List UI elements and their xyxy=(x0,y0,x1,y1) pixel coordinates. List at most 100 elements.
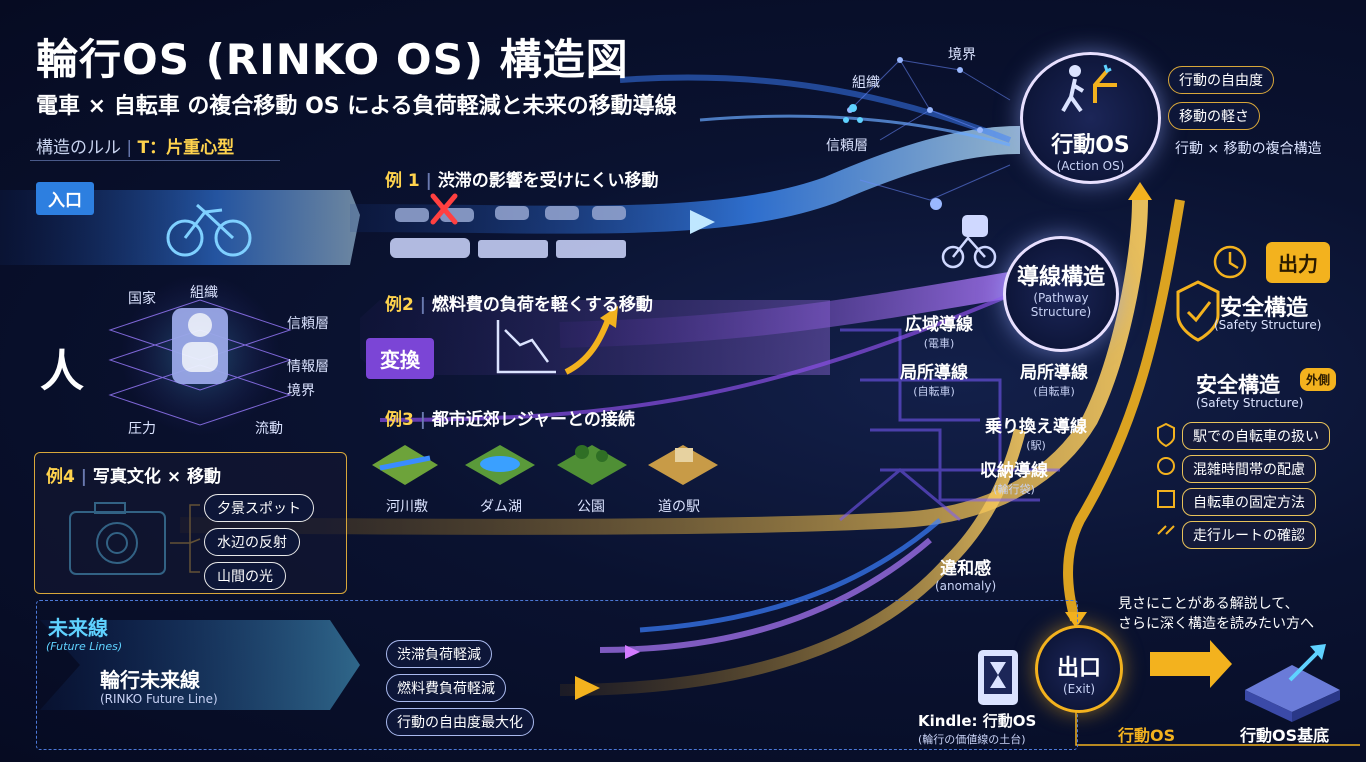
future-item-fuel: 燃料費負荷軽減 xyxy=(386,674,506,702)
anomaly-title: 違和感 xyxy=(940,559,992,579)
layer-trust: 信頼層 xyxy=(287,316,329,332)
riverbank-icon xyxy=(372,445,438,485)
declining-chart-icon xyxy=(496,320,556,374)
page-title: 輪行OS (RINKO OS) 構造図 xyxy=(36,35,629,84)
safety-list-icons xyxy=(1157,422,1175,535)
layer-org: 組織 xyxy=(190,285,218,301)
future-item-congestion: 渋滞負荷軽減 xyxy=(386,640,492,668)
wide-pathway: 広域導線 (電車) xyxy=(905,310,973,351)
bicycle-icon xyxy=(166,203,252,257)
photo-item-mountain-light: 山間の光 xyxy=(204,562,286,590)
example-3: 例3 | 都市近郊レジャーとの接続 xyxy=(385,410,635,430)
people-network-icon xyxy=(843,104,863,123)
kindle-icon xyxy=(978,650,1018,705)
place-dam-lake: ダム湖 xyxy=(480,499,522,515)
future-title-en: (Future Lines) xyxy=(46,640,123,653)
safety-title-2: 安全構造 xyxy=(1196,373,1280,397)
clock-icon xyxy=(1213,245,1247,279)
exit-base: 行動OS基底 xyxy=(1240,726,1330,745)
place-roadside-station: 道の駅 xyxy=(658,499,700,515)
safety-item-fixing: 自転車の固定方法 xyxy=(1182,488,1316,516)
place-park: 公園 xyxy=(577,499,605,515)
safety-item-station: 駅での自転車の扱い xyxy=(1182,422,1330,450)
net-org: 組織 xyxy=(852,75,880,91)
local-pathway-1-sub: (自転車) xyxy=(913,385,955,398)
kindle-sub: (輪行の価値線の土台) xyxy=(918,733,1026,746)
storage-pathway: 収納導線 (輪行袋) xyxy=(980,456,1048,497)
net-trust: 信頼層 xyxy=(826,138,868,154)
output-badge: 出力 xyxy=(1266,242,1330,283)
safety-title-1-en: (Safety Structure) xyxy=(1214,318,1322,332)
action-os-title-en: (Action OS) xyxy=(1056,159,1125,173)
future-item-freedom: 行動の自由度最大化 xyxy=(386,708,534,736)
flow-future-band xyxy=(40,620,360,710)
exit-label-en: (Exit) xyxy=(1062,682,1096,696)
base-platform-icon xyxy=(1245,644,1340,722)
person-hologram-icon xyxy=(172,308,228,384)
flow-purple-main xyxy=(559,272,1013,348)
roadside-station-icon xyxy=(648,445,718,485)
pathway-title-en: (Pathway Structure) xyxy=(1030,291,1092,319)
exit-note-2: さらに深く構造を読みたい方へ xyxy=(1118,616,1314,632)
transfer-pathway: 乗り換え導線 (駅) xyxy=(985,412,1087,453)
example-2-text: 燃料費の負荷を軽くする移動 xyxy=(431,295,653,315)
local-pathway-1-title: 局所導線 xyxy=(900,363,968,383)
divider xyxy=(30,160,280,161)
park-icon xyxy=(557,445,627,485)
example-4: 例4 | 写真文化 × 移動 xyxy=(46,467,221,487)
action-tag-freedom: 行動の自由度 xyxy=(1168,66,1274,94)
shield-icon xyxy=(1176,280,1220,342)
entry-badge: 入口 xyxy=(36,182,94,215)
future-line-title: 輪行未来線 xyxy=(100,668,200,692)
action-tag-lightness: 移動の軽さ xyxy=(1168,102,1260,130)
person-label: 人 xyxy=(40,346,84,397)
safety-item-crowd: 混雑時間帯の配慮 xyxy=(1182,455,1316,483)
bag-icon xyxy=(962,215,988,237)
dam-lake-icon xyxy=(465,445,535,485)
photo-item-sunset: 夕景スポット xyxy=(204,494,314,522)
page-subtitle: 電車 × 自転車 の複合移動 OS による負荷軽減と未来の移動導線 xyxy=(36,94,677,119)
local-pathway-2: 局所導線 (自転車) xyxy=(1020,358,1088,399)
transfer-pathway-title: 乗り換え導線 xyxy=(985,417,1087,437)
net-boundary: 境界 xyxy=(948,47,976,63)
train-icon xyxy=(390,238,626,258)
example-2-num: 例2 xyxy=(385,295,414,315)
example-3-text: 都市近郊レジャーとの接続 xyxy=(431,410,635,430)
outer-badge: 外側 xyxy=(1300,368,1337,391)
anomaly-en: (anomaly) xyxy=(935,579,997,593)
walking-person-icon xyxy=(1023,55,1158,113)
storage-pathway-title: 収納導線 xyxy=(980,461,1048,481)
layer-boundary: 境界 xyxy=(287,383,315,399)
kindle-title: Kindle: 行動OS xyxy=(918,712,1037,730)
exit-circle: 出口 (Exit) xyxy=(1035,625,1123,713)
place-riverbank: 河川敷 xyxy=(386,499,428,515)
example-1-num: 例 1 xyxy=(385,171,420,191)
future-title: 未来線 xyxy=(48,616,108,640)
flow-gold-main xyxy=(179,199,1148,535)
structure-rule: 構造のルル | T：片重心型 xyxy=(36,138,235,158)
action-os-caption: 行動 × 移動の複合構造 xyxy=(1175,141,1322,157)
example-4-num: 例4 xyxy=(46,467,75,487)
example-3-num: 例3 xyxy=(385,410,414,430)
pathway-circle: 導線構造 (Pathway Structure) xyxy=(1003,236,1119,352)
rule-type: T：片重心型 xyxy=(137,138,235,158)
safety-title-1: 安全構造 xyxy=(1220,296,1309,321)
wide-pathway-title: 広域導線 xyxy=(905,315,973,335)
exit-action-os: 行動OS xyxy=(1118,726,1176,745)
action-os-circle: 行動OS (Action OS) xyxy=(1020,52,1161,184)
example-1-text: 渋滞の影響を受けにくい移動 xyxy=(437,171,659,191)
local-pathway-1: 局所導線 (自転車) xyxy=(900,358,968,399)
layer-pressure: 圧力 xyxy=(128,421,156,437)
example-4-box xyxy=(34,452,347,594)
layer-country: 国家 xyxy=(128,291,156,307)
future-line-en: (RINKO Future Line) xyxy=(100,692,218,706)
pathway-title: 導線構造 xyxy=(1016,265,1105,290)
exit-note-1: 見さにことがある解説して、 xyxy=(1118,596,1299,612)
cyclist-icon xyxy=(941,236,997,269)
safety-title-2-en: (Safety Structure) xyxy=(1196,396,1304,410)
convert-badge: 変換 xyxy=(366,338,434,379)
transfer-pathway-sub: (駅) xyxy=(1026,439,1046,452)
storage-pathway-sub: (輪行袋) xyxy=(993,483,1035,496)
example-1: 例 1 | 渋滞の影響を受けにくい移動 xyxy=(385,171,659,191)
example-4-text: 写真文化 × 移動 xyxy=(92,467,221,487)
